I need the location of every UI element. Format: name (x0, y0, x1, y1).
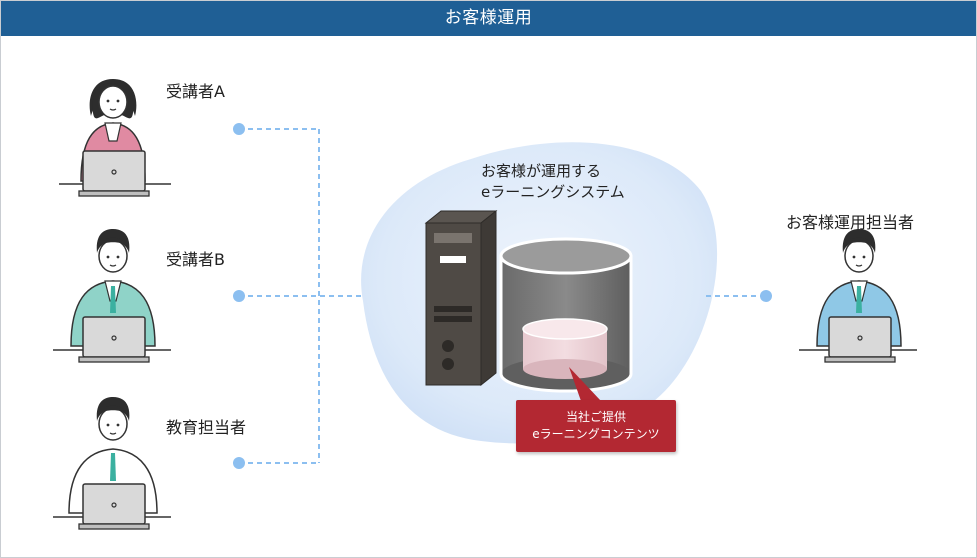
page-title: お客様運用 (1, 1, 976, 36)
content-callout: 当社ご提供 eラーニングコンテンツ (516, 400, 676, 452)
student-b-label: 受講者B (166, 250, 225, 269)
operator-icon (799, 229, 917, 363)
system-label: お客様が運用する eラーニングシステム (481, 161, 625, 203)
database-icon (499, 237, 633, 401)
system-label-line1: お客様が運用する (481, 162, 602, 180)
connector-lines (239, 128, 766, 464)
education-manager-icon (53, 397, 171, 530)
student-b-icon (53, 229, 171, 363)
server-icon (424, 209, 498, 387)
callout-line1: 当社ご提供 (565, 410, 626, 424)
student-a-label: 受講者A (166, 82, 225, 101)
student-a-icon (59, 79, 171, 197)
callout-line2: eラーニングコンテンツ (532, 427, 660, 441)
education-manager-label: 教育担当者 (166, 418, 247, 437)
operator-label: お客様運用担当者 (786, 213, 915, 232)
system-label-line2: eラーニングシステム (481, 183, 625, 201)
connector-dots (233, 123, 772, 469)
